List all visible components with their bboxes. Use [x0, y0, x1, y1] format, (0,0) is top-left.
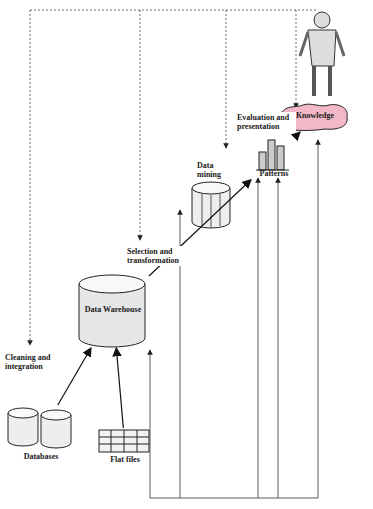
flow-arrow — [116, 348, 123, 428]
stage-label: Data mining — [196, 160, 238, 180]
flow-arrow — [58, 348, 91, 405]
stage-label: Selection and transformation — [126, 246, 190, 266]
database-cylinders: Databases — [5, 405, 77, 463]
pattern-chart: Patterns — [251, 136, 297, 180]
stage-label: Cleaning and integration — [4, 352, 52, 372]
node-label: Patterns — [251, 170, 297, 179]
node-label: Databases — [5, 453, 77, 462]
node-label: Data Warehouse — [77, 306, 149, 315]
person-figure — [300, 12, 344, 96]
flat-file-grid: Flat files — [95, 428, 155, 466]
node-label: Flat files — [95, 456, 155, 465]
flow-arrow — [296, 132, 300, 136]
stage-label: Evaluation and presentation — [236, 112, 296, 132]
warehouse-cylinder: Data Warehouse — [77, 272, 149, 348]
